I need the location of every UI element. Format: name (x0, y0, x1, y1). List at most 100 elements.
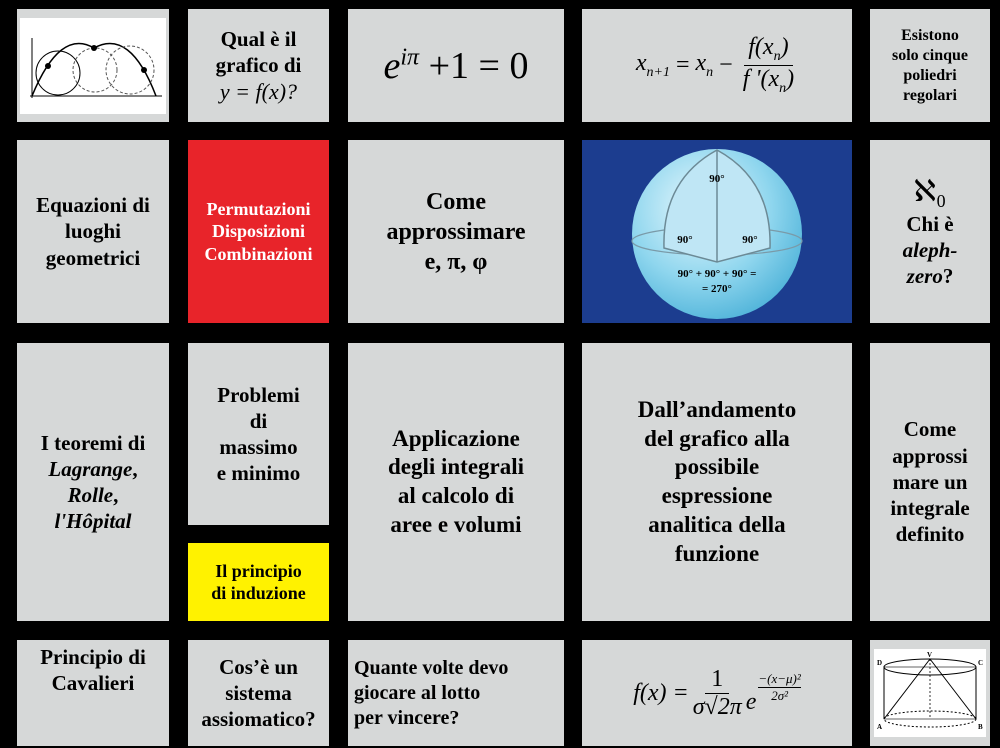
theorems-hopital: l'Hôpital (54, 509, 132, 534)
lotto-line1: Quante volte devo (354, 656, 509, 679)
maxmin-line2: di (249, 408, 268, 433)
trend-line1: Dall’andamento (637, 396, 797, 422)
trend-line3: possibile (674, 454, 760, 480)
theorems-comma2: , (113, 483, 119, 507)
cycloid-diagram (30, 37, 162, 98)
integrals-line1: Applicazione (392, 425, 520, 451)
euler-identity-tile[interactable]: eiπ +1 = 0 (348, 9, 564, 122)
cylinder-cone-tile[interactable]: D C A B V (870, 640, 990, 746)
axiomatic-tile[interactable]: Cos’è un sistema assiomatico? (188, 640, 329, 746)
lotto-line2: giocare al lotto (354, 681, 481, 704)
polyhedra-line3: poliedri (903, 66, 957, 84)
cavalieri-line2: Cavalieri (51, 671, 135, 696)
trend-line4: espressione (661, 483, 773, 508)
theorems-rolle: Rolle (67, 483, 114, 507)
aleph-line2: aleph- (902, 238, 958, 263)
gauss-numerator: 1 (705, 666, 730, 694)
integrals-line2: degli integrali (387, 454, 525, 480)
euler-rest: +1 = 0 (428, 44, 529, 87)
angle-right-label: 90° (742, 234, 757, 246)
theorems-lagrange: Lagrange (48, 456, 133, 481)
approx-constants: e, π, φ (424, 248, 488, 275)
cylinder-cone-figure: D C A B V (874, 649, 986, 737)
angle-top-label: 90° (709, 173, 724, 185)
polyhedra-line4: regolari (903, 86, 957, 104)
spherical-triangle-diagram: 90° 90° 90° 90° + 90° + 90° = = 270° (631, 149, 803, 319)
cavalieri-tile[interactable]: Principio di Cavalieri (17, 640, 169, 746)
loci-tile[interactable]: Equazioni di luoghi geometrici (17, 140, 169, 323)
newton-fraction: f(xn) f '(xn) (742, 34, 795, 96)
euler-identity: eiπ +1 = 0 (384, 44, 529, 88)
maxmin-line1: Problemi (217, 382, 300, 407)
cycloid-graph (20, 17, 166, 114)
solid-label-v: V (927, 651, 932, 659)
combinatorics-line3: Combinazioni (204, 243, 313, 264)
gauss-lhs: f(x) = (633, 679, 689, 706)
aleph-line1: Chi è (906, 211, 954, 236)
theorems-comma1: , (132, 456, 138, 481)
cylinder-cone-diagram: D C A B V (877, 651, 983, 731)
combinatorics-line1: Permutazioni (206, 198, 311, 219)
combinatorics-line2: Disposizioni (211, 221, 306, 242)
gauss-denominator: σ√2π (692, 693, 742, 720)
solid-label-c: C (978, 659, 983, 667)
induction-line2: di induzione (211, 583, 306, 603)
cycloid-graph-tile[interactable] (17, 9, 169, 122)
graph-question-line1: Qual è il (220, 26, 297, 51)
newton-formula: xn+1 = xn − f(xn) f '(xn) (636, 34, 798, 97)
graph-question-line2: grafico di (215, 52, 302, 77)
approx-line2: approssimare (386, 218, 526, 245)
loci-line3: geometrici (45, 245, 141, 270)
integrals-line4: aree e volumi (390, 511, 522, 537)
graph-question-tile[interactable]: Qual è il grafico di y = f(x)? (188, 9, 329, 122)
gauss-fraction: 1 σ√2π (693, 666, 742, 721)
maxmin-line4: e minimo (216, 461, 301, 486)
approx-integral-line1: Come (903, 417, 957, 442)
gauss-exp-numerator: −(x−μ)² (758, 670, 801, 688)
gauss-exponent: −(x−μ)² 2σ² (758, 670, 801, 704)
loci-line2: luoghi (64, 219, 122, 244)
trend-line5: analitica della (648, 511, 786, 537)
graph-question-expr: y = f(x)? (219, 79, 298, 104)
approx-line1: Come (426, 188, 486, 215)
maxmin-line3: massimo (219, 435, 298, 459)
polyhedra-line1: Esistono (901, 26, 959, 44)
approximate-constants-tile[interactable]: Come approssimare e, π, φ (348, 140, 564, 323)
approx-integral-line4: integrale (890, 496, 970, 521)
trend-line2: del grafico alla (644, 425, 790, 451)
axiomatic-line1: Cos’è un (219, 654, 298, 679)
aleph-question-mark: ? (942, 264, 954, 289)
aleph-line3: zero (906, 264, 943, 289)
solid-label-a: A (877, 723, 882, 731)
cavalieri-line1: Principio di (40, 645, 146, 669)
function-trend-tile[interactable]: Dall’andamento del grafico alla possibil… (582, 343, 852, 621)
loci-line1: Equazioni di (36, 193, 150, 218)
approx-integral-line2: approssi (892, 443, 968, 468)
approx-integral-line3: mare un (892, 469, 968, 494)
axiomatic-line3: assiomatico? (201, 707, 316, 732)
lotto-tile[interactable]: Quante volte devo giocare al lotto per v… (348, 640, 564, 746)
angle-sum-line2: = 270° (702, 283, 732, 295)
gaussian-tile[interactable]: f(x) = 1 σ√2π e −(x−μ)² 2σ² (582, 640, 852, 746)
polyhedra-tile[interactable]: Esistono solo cinque poliedri regolari (870, 9, 990, 122)
induction-tile[interactable]: Il principio di induzione (188, 543, 329, 621)
lotto-line3: per vincere? (354, 706, 460, 729)
newton-method-tile[interactable]: xn+1 = xn − f(xn) f '(xn) (582, 9, 852, 122)
approx-integral-line5: definito (895, 522, 965, 547)
theorems-tile[interactable]: I teoremi di Lagrange, Rolle, l'Hôpital (17, 343, 169, 621)
euler-exponent: iπ (400, 43, 420, 70)
integrals-line3: al calcolo di (397, 483, 515, 508)
polyhedra-line2: solo cinque (891, 46, 968, 64)
aleph-zero-tile[interactable]: ℵ₀ Chi è aleph- zero? (870, 140, 990, 323)
spherical-triangle-tile[interactable]: 90° 90° 90° 90° + 90° + 90° = = 270° (582, 140, 852, 323)
approx-integral-tile[interactable]: Come approssi mare un integrale definito (870, 343, 990, 621)
axiomatic-line2: sistema (225, 680, 292, 705)
max-min-tile[interactable]: Problemi di massimo e minimo (188, 343, 329, 525)
induction-line1: Il principio (215, 560, 302, 581)
gauss-exp-denominator: 2σ² (771, 687, 788, 703)
trend-line6: funzione (674, 540, 760, 566)
aleph-zero-icon: ℵ₀ (913, 175, 947, 209)
integrals-tile[interactable]: Applicazione degli integrali al calcolo … (348, 343, 564, 621)
solid-label-b: B (978, 723, 983, 731)
combinatorics-tile[interactable]: Permutazioni Disposizioni Combinazioni (188, 140, 329, 323)
